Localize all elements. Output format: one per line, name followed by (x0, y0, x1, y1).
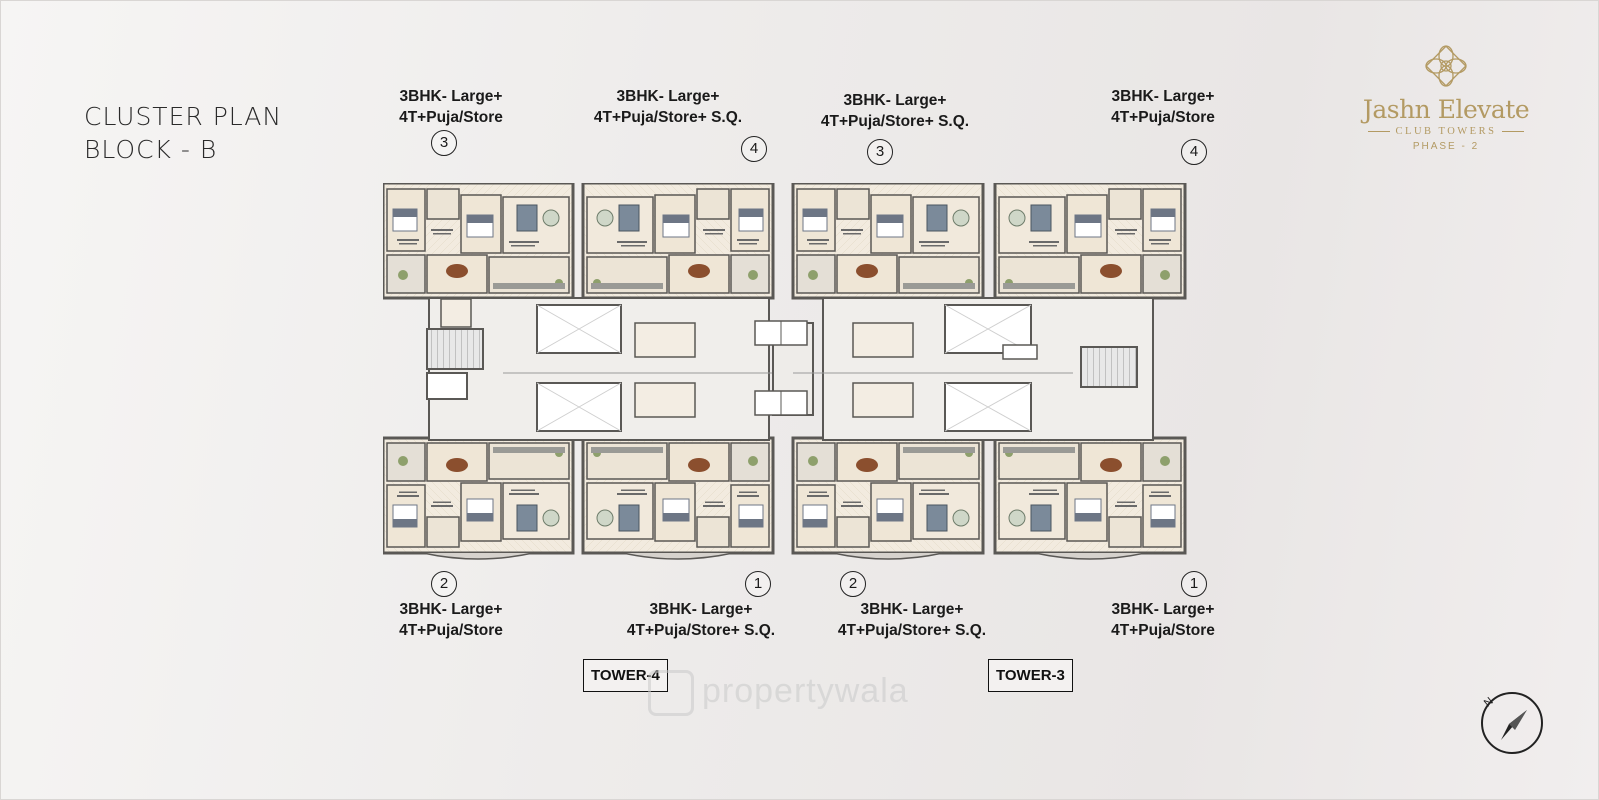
unit-label-top-2: 3BHK- Large+4T+Puja/Store+ S.Q. (593, 88, 743, 126)
watermark-logo-icon (648, 670, 694, 716)
unit-number-badge: 2 (431, 571, 457, 597)
page-title: CLUSTER PLAN BLOCK - B (84, 100, 282, 166)
brand-logo: Jashn Elevate CLUB TOWERS PHASE - 2 (1340, 44, 1552, 152)
title-line-2: BLOCK - B (84, 135, 218, 164)
unit-number-badge: 3 (867, 139, 893, 165)
compass-north-label: N (1482, 695, 1496, 709)
unit-label-bottom-1: 3BHK- Large+4T+Puja/Store (399, 601, 503, 639)
flower-emblem-icon (1425, 45, 1467, 87)
unit-label-bottom-4: 3BHK- Large+4T+Puja/Store (1111, 601, 1215, 639)
tower-3-plan (791, 183, 1187, 561)
tower-4-plan (383, 183, 775, 561)
title-line-1: CLUSTER PLAN (84, 102, 283, 131)
unit-label-bottom-3: 3BHK- Large+4T+Puja/Store+ S.Q. (837, 601, 987, 639)
unit-number-badge: 4 (1181, 139, 1207, 165)
unit-number-badge: 2 (840, 571, 866, 597)
north-compass-icon: N (1481, 692, 1543, 754)
unit-number-badge: 1 (1181, 571, 1207, 597)
watermark: propertywala (648, 670, 909, 716)
unit-label-bottom-2: 3BHK- Large+4T+Puja/Store+ S.Q. (626, 601, 776, 639)
tower-label-3: TOWER-3 (988, 659, 1073, 692)
unit-number-badge: 4 (741, 136, 767, 162)
brand-subtitle: CLUB TOWERS (1340, 126, 1552, 137)
unit-label-top-1: 3BHK- Large+4T+Puja/Store (399, 88, 503, 126)
unit-label-top-4: 3BHK- Large+4T+Puja/Store (1111, 88, 1215, 126)
floor-plan (383, 183, 1187, 561)
unit-number-badge: 1 (745, 571, 771, 597)
unit-number-badge: 3 (431, 130, 457, 156)
brand-name: Jashn Elevate (1362, 95, 1530, 124)
brand-phase: PHASE - 2 (1412, 141, 1480, 152)
unit-label-top-3: 3BHK- Large+4T+Puja/Store+ S.Q. (820, 92, 970, 130)
